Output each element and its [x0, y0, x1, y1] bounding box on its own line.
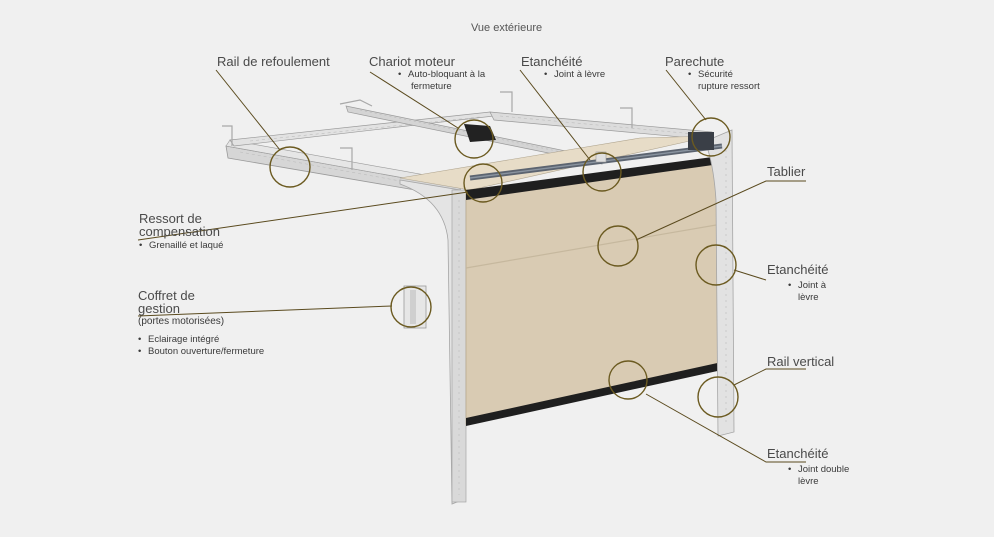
etancheite-side-line2: lèvre — [798, 292, 819, 303]
ressort-text1: Grenaillé et laqué — [149, 240, 224, 251]
right-horizontal-rail — [489, 111, 715, 141]
label-parechute: Parechute — [665, 54, 725, 69]
bullet: • — [138, 334, 142, 345]
coffret-line2: • Bouton ouverture/fermeture — [138, 346, 264, 358]
coffret-line1: • Eclairage intégré — [138, 334, 219, 346]
etancheite-side-text1: Joint à — [798, 280, 826, 291]
parechute-text1: Sécurité — [698, 69, 733, 80]
bullet: • — [788, 464, 792, 475]
spring-tube — [469, 132, 723, 181]
etancheite-bottom-text1: Joint double — [798, 464, 850, 475]
bullet: • — [138, 346, 142, 357]
callout-circles — [269, 117, 739, 418]
motor-carriage — [464, 124, 496, 142]
chariot-moteur-line2: fermeture — [411, 81, 452, 92]
bullet: • — [788, 280, 792, 291]
label-rail-refoulement: Rail de refoulement — [217, 54, 330, 69]
parechute-line1: • Sécurité — [688, 69, 733, 81]
chariot-moteur-text1: Auto-bloquant à la — [408, 69, 486, 80]
label-etancheite-bottom: Etanchéité — [767, 446, 829, 461]
ressort-line1: • Grenaillé et laqué — [139, 240, 223, 252]
etancheite-top-text1: Joint à lèvre — [554, 69, 606, 80]
coffret-note: (portes motorisées) — [138, 316, 225, 327]
label-ressort-2: compensation — [139, 224, 220, 239]
label-etancheite-side: Etanchéité — [767, 262, 829, 277]
hanger-brackets — [222, 91, 633, 170]
bottom-seal — [466, 362, 722, 426]
bullet: • — [139, 240, 143, 251]
etancheite-side-line1: • Joint à — [788, 280, 826, 292]
view-title: Vue extérieure — [471, 22, 543, 34]
bullet: • — [544, 69, 548, 80]
control-box — [403, 285, 427, 329]
etancheite-bottom-line2: lèvre — [798, 476, 819, 487]
label-rail-vertical: Rail vertical — [767, 354, 835, 369]
panel-joint — [465, 223, 723, 269]
leader-lines — [137, 69, 806, 463]
bullet: • — [398, 69, 402, 80]
etancheite-top-line1: • Joint à lèvre — [544, 69, 605, 81]
parechute-line2: rupture ressort — [698, 81, 760, 92]
chariot-moteur-line1: • Auto-bloquant à la — [398, 69, 485, 81]
label-coffret-2: gestion — [138, 301, 180, 316]
label-coffret-1: Coffret de — [138, 288, 195, 303]
left-frame — [399, 179, 467, 505]
bullet: • — [688, 69, 692, 80]
top-seal — [466, 156, 720, 200]
etancheite-bottom-line1: • Joint double — [788, 464, 849, 476]
door-panel — [465, 159, 723, 425]
label-ressort-1: Ressort de — [139, 211, 202, 226]
coffret-text2: Bouton ouverture/fermeture — [148, 346, 265, 357]
label-etancheite-top: Etanchéité — [521, 54, 583, 69]
label-tablier: Tablier — [767, 164, 806, 179]
label-chariot-moteur: Chariot moteur — [369, 54, 455, 69]
coffret-text1: Eclairage intégré — [148, 334, 220, 345]
